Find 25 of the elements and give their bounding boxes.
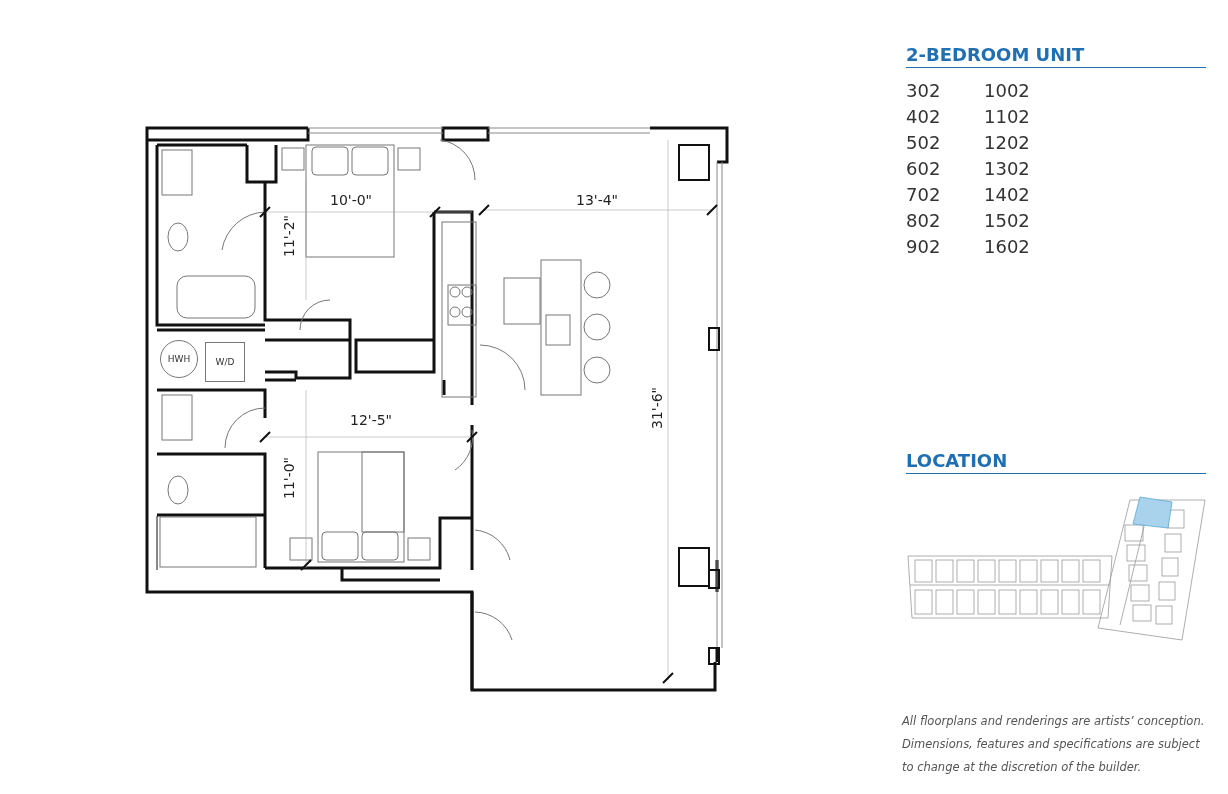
section-heading: 2-BEDROOM UNIT: [906, 44, 1206, 68]
unit-number: 602: [906, 158, 941, 179]
unit-number: 902: [906, 236, 941, 257]
washer-dryer-box: W/D: [205, 342, 245, 382]
dimension-label: 12'-5": [350, 412, 393, 428]
unit-number: 302: [906, 80, 941, 101]
unit-number: 1502: [984, 210, 1030, 231]
unit-number: 502: [906, 132, 941, 153]
unit-number: 1402: [984, 184, 1030, 205]
unit-number: 402: [906, 106, 941, 127]
dimension-label: 11'-2": [281, 214, 298, 258]
water-heater-circle: HWH: [160, 340, 198, 378]
unit-number: 1302: [984, 158, 1030, 179]
unit-number: 702: [906, 184, 941, 205]
unit-number: 802: [906, 210, 941, 231]
dimension-label: 10'-0": [330, 192, 373, 208]
unit-number: 1102: [984, 106, 1030, 127]
dimension-label: 11'-0": [281, 456, 298, 500]
unit-number: 1002: [984, 80, 1030, 101]
unit-number: 1602: [984, 236, 1030, 257]
dimension-label: 13'-4": [576, 192, 619, 208]
unit-number: 1202: [984, 132, 1030, 153]
disclaimer-note: All floorplans and renderings are artists’ conception. Dimensions, features and specifications are subject to change at the discretion of the builder.: [902, 713, 1206, 776]
dimension-label: 31'-6": [649, 386, 666, 430]
section-heading: LOCATION: [906, 450, 1206, 474]
